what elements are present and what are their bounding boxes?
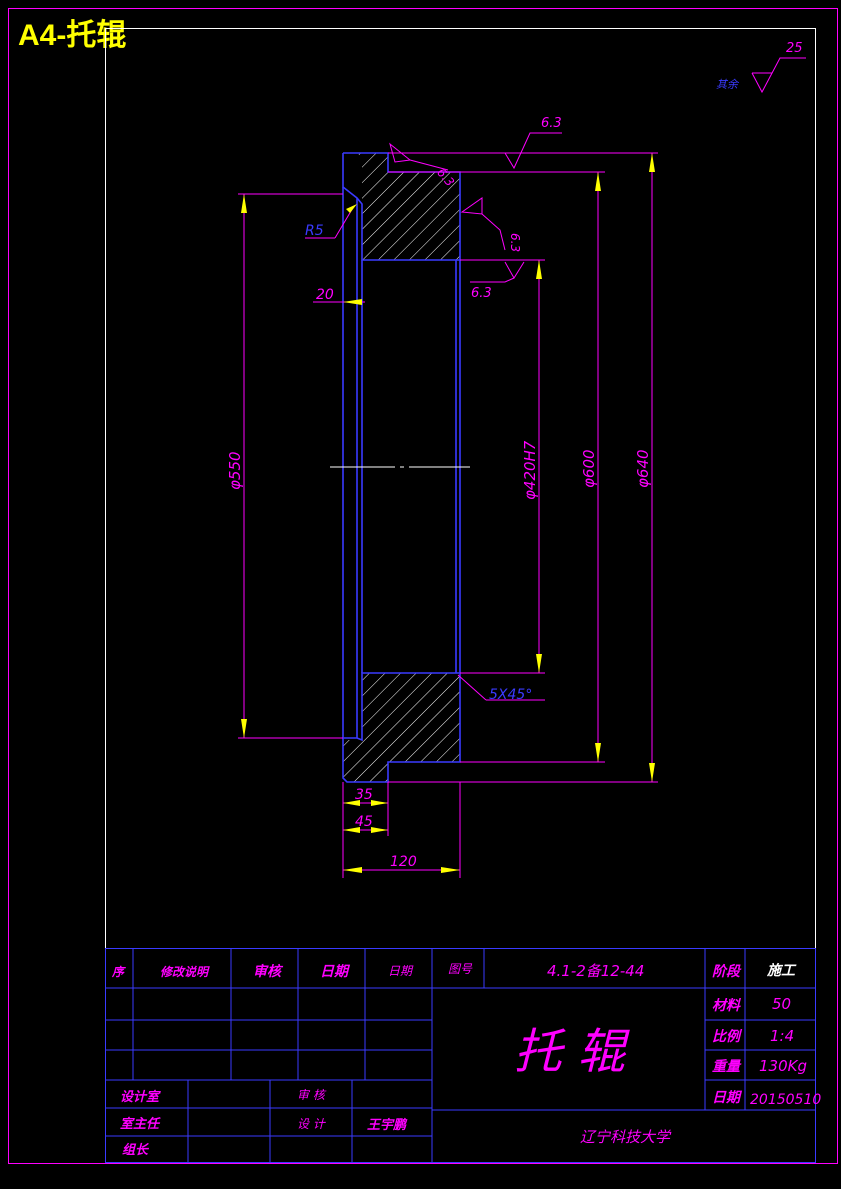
tb-designer-name: 王宇鹏 [367, 1117, 408, 1133]
dim-d600: φ600 [580, 449, 598, 488]
tb-date1: 日期 [320, 964, 351, 980]
outer-frame [8, 8, 838, 1164]
roughness-top-outer: 6.3 [541, 116, 562, 131]
dim-thickness-20: 20 [316, 287, 334, 303]
dim-w120: 120 [390, 854, 417, 870]
tb-weight-label: 重量 [712, 1059, 742, 1075]
dim-d550: φ550 [226, 451, 244, 490]
tb-drawing-no: 4.1-2备12-44 [547, 962, 644, 980]
tb-group-leader: 组长 [122, 1142, 150, 1158]
tb-drawing-no-label: 图号 [448, 962, 473, 976]
extension-lines [238, 152, 658, 878]
tb-design-room: 设计室 [120, 1089, 161, 1105]
tb-date-label: 日期 [712, 1090, 743, 1106]
dim-d640: φ640 [634, 449, 652, 488]
tb-material-value: 50 [772, 995, 791, 1013]
tb-stage-label: 阶段 [712, 963, 742, 980]
dim-w35: 35 [355, 787, 373, 803]
dim-radius: R5 [305, 223, 324, 239]
title-block-grid [105, 948, 816, 1163]
tb-designer: 设 计 [297, 1117, 327, 1131]
tb-part-name: 托 辊 [514, 1024, 630, 1080]
roughness-bore: 6.3 [471, 286, 492, 301]
dim-d420: φ420H7 [521, 440, 539, 500]
section-top [343, 153, 460, 260]
tb-change-desc: 修改说明 [160, 965, 210, 979]
tb-date-value: 20150510 [750, 1092, 821, 1108]
tb-seq: 序 [111, 965, 126, 979]
tb-check: 审 核 [297, 1088, 327, 1102]
dimension-lines [243, 153, 653, 871]
tb-scale-value: 1:4 [770, 1027, 794, 1045]
tb-material-label: 材料 [712, 997, 742, 1014]
roughness-corner-value: 25 [786, 41, 803, 56]
tb-stage-value: 施工 [766, 962, 797, 979]
tb-room-director: 室主任 [120, 1116, 161, 1132]
roughness-side: 6.3 [508, 233, 522, 252]
arrowheads [241, 153, 655, 873]
dim-w45: 45 [355, 814, 373, 830]
tb-scale-label: 比例 [712, 1028, 743, 1045]
section-bottom [343, 673, 460, 782]
tb-weight-value: 130Kg [759, 1057, 807, 1075]
tb-review: 审核 [253, 963, 284, 980]
dim-chamfer: 5X45° [489, 687, 532, 703]
roughness-symbols [389, 57, 806, 283]
roughness-corner-label: 其余 [716, 78, 740, 91]
tb-date2: 日期 [388, 964, 414, 978]
tb-school: 辽宁科技大学 [580, 1128, 672, 1146]
sheet-title: A4-托辊 [18, 19, 127, 52]
